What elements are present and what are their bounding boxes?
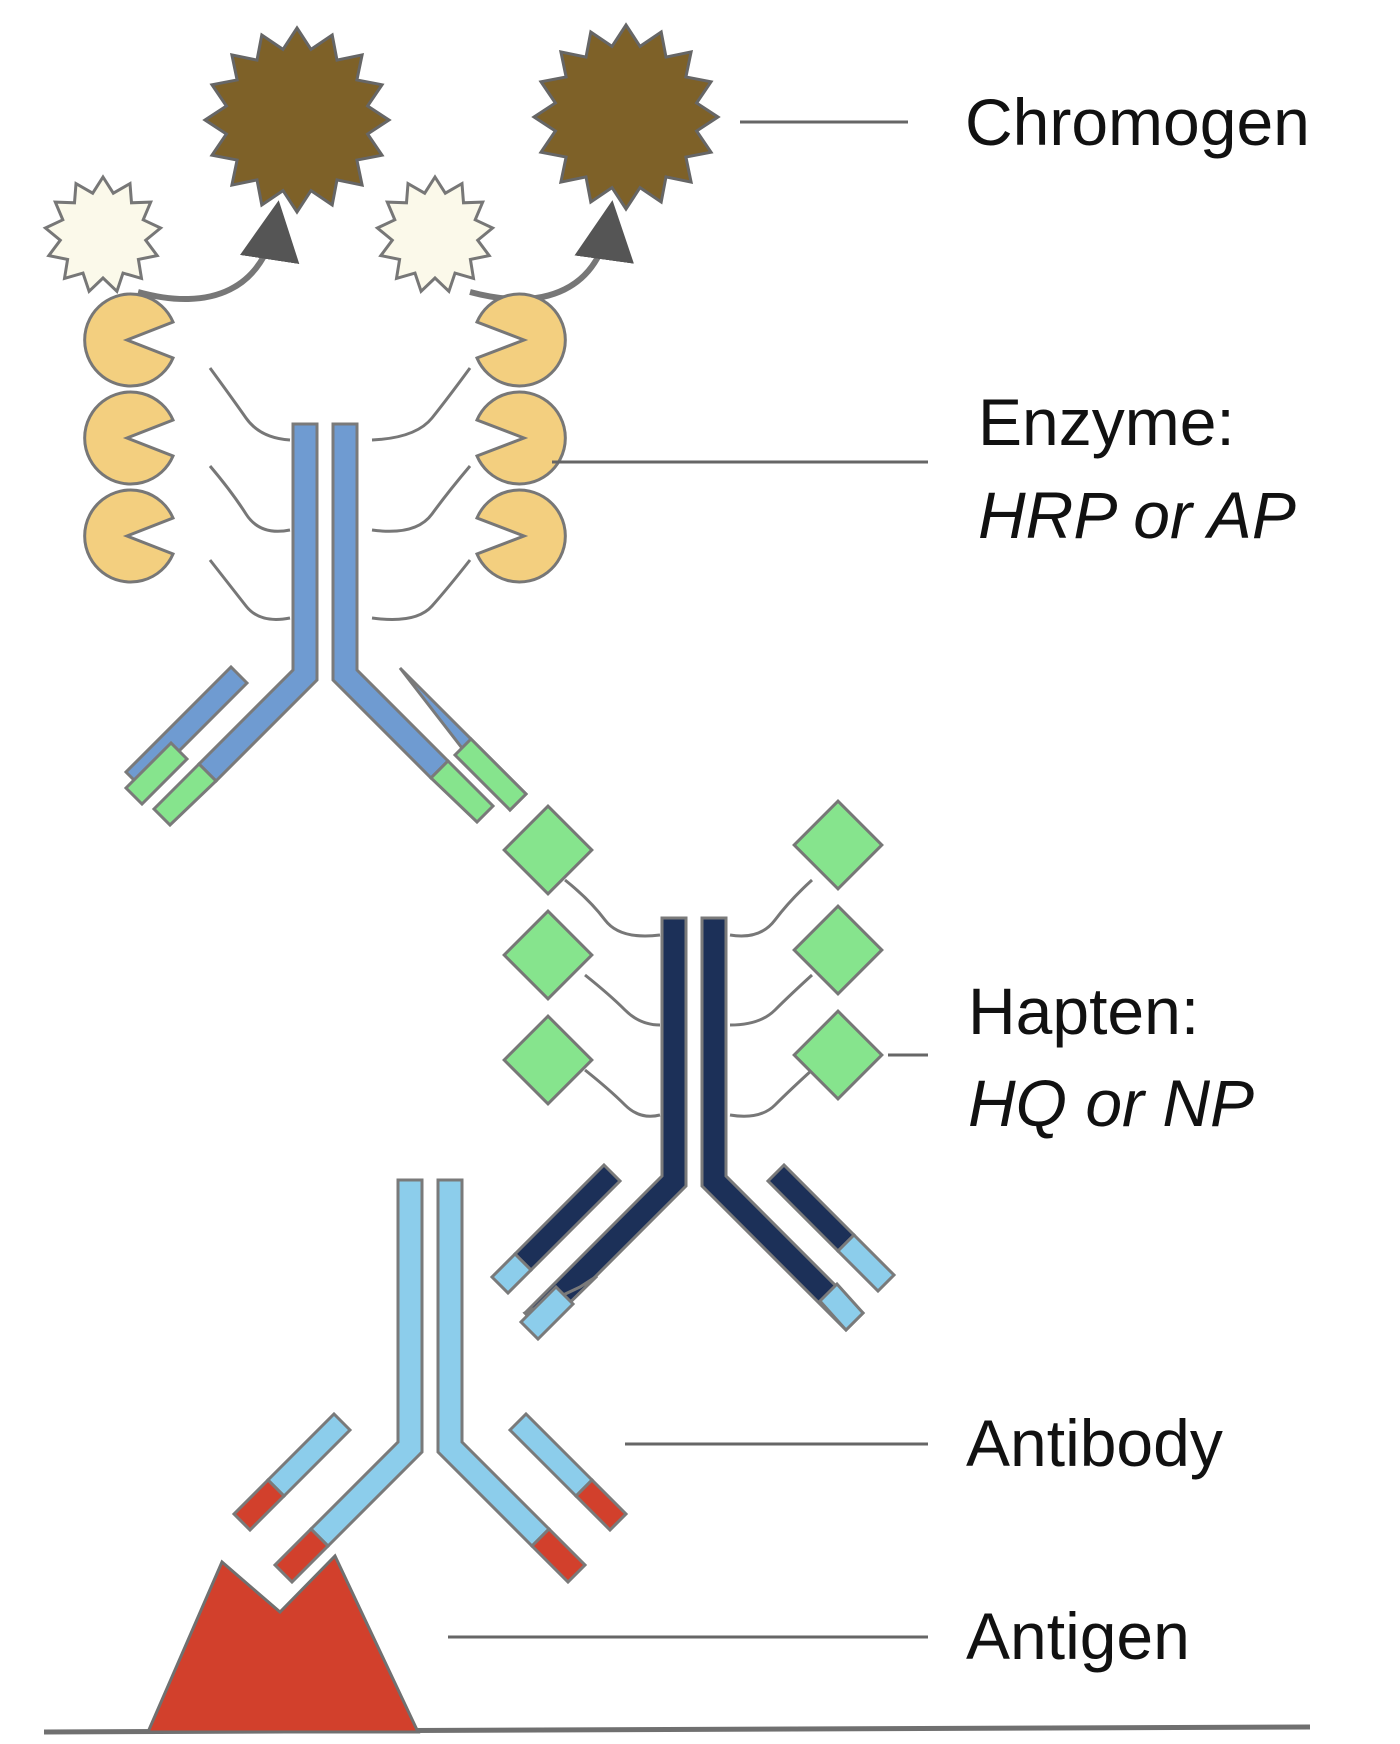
hapten-shape xyxy=(502,1014,594,1106)
hapten-shape xyxy=(502,804,594,896)
substrate-star xyxy=(42,174,164,295)
hapten-antibody xyxy=(489,916,897,1342)
chromogen-star xyxy=(202,25,392,215)
hapten-group xyxy=(502,799,884,1106)
enzyme-shape xyxy=(83,390,175,486)
enzyme-linkers xyxy=(208,367,472,621)
substrate-star xyxy=(374,174,496,295)
primary-antibody xyxy=(231,1178,629,1585)
hapten-shape xyxy=(792,799,884,891)
reaction-arrow xyxy=(137,200,300,302)
hapten-shape xyxy=(792,1009,884,1101)
chromogen-label: Chromogen xyxy=(965,85,1310,159)
enzyme-shape xyxy=(475,390,567,486)
hapten-label: Hapten: xyxy=(968,974,1199,1048)
chromogen-group xyxy=(42,22,721,302)
enzyme-types-label: HRP or AP xyxy=(978,478,1296,552)
enzyme-shape xyxy=(83,488,175,584)
hapten-shape xyxy=(502,909,594,1001)
chromogen-star xyxy=(531,22,721,212)
enzyme-group xyxy=(83,292,567,584)
reaction-arrow xyxy=(469,200,634,302)
enzyme-antibody xyxy=(123,422,529,828)
hapten-linkers xyxy=(564,878,814,1118)
enzyme-shape xyxy=(475,292,567,388)
enzyme-label: Enzyme: xyxy=(978,385,1235,459)
antigen-label: Antigen xyxy=(966,1599,1190,1673)
enzyme-shape xyxy=(475,488,567,584)
hapten-shape xyxy=(792,904,884,996)
hapten-types-label: HQ or NP xyxy=(968,1066,1254,1140)
antigen-shape xyxy=(145,1553,421,1734)
enzyme-shape xyxy=(83,292,175,388)
antibody-label: Antibody xyxy=(966,1406,1223,1480)
